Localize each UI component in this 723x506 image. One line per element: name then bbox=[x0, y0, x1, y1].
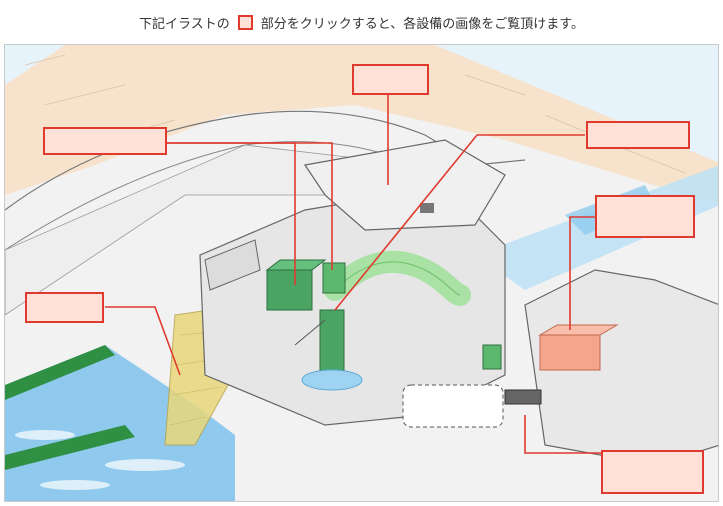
roof-hatch bbox=[420, 203, 434, 213]
pump-station-illustration bbox=[4, 44, 719, 502]
fuel-tank bbox=[402, 384, 504, 428]
instruction-text-before: 下記イラストの bbox=[139, 16, 230, 32]
pump-head bbox=[322, 262, 346, 294]
embankment-edge-inner bbox=[5, 141, 416, 251]
hotspot-upper-left[interactable] bbox=[43, 127, 167, 155]
cooling-tower bbox=[482, 344, 502, 370]
pump-well-water bbox=[301, 369, 363, 391]
discharge-pipe-edge bbox=[334, 261, 461, 296]
hotspot-top-center[interactable] bbox=[352, 64, 429, 95]
pump-column bbox=[319, 309, 345, 381]
motor-unit bbox=[266, 269, 313, 311]
instruction-bar: 下記イラストの 部分をクリックすると、各設備の画像をご覧頂けます。 bbox=[0, 0, 723, 44]
side-wall bbox=[204, 239, 261, 291]
control-panel bbox=[504, 389, 542, 405]
upper-left-water bbox=[5, 45, 65, 85]
hotspot-upper-right[interactable] bbox=[586, 121, 690, 149]
stairs bbox=[294, 319, 326, 346]
motor-top bbox=[265, 259, 327, 271]
generator-top bbox=[538, 324, 619, 336]
hotspot-legend-swatch bbox=[237, 14, 253, 30]
hotspot-right[interactable] bbox=[595, 195, 695, 238]
hotspot-left[interactable] bbox=[25, 292, 104, 323]
instruction-text-after: 部分をクリックすると、各設備の画像をご覧頂けます。 bbox=[260, 16, 584, 32]
embankment-sand bbox=[5, 45, 718, 205]
canal-bank-left bbox=[5, 345, 115, 400]
generator-unit bbox=[539, 334, 601, 371]
generator-house bbox=[524, 269, 718, 466]
hotspot-bottom-right[interactable] bbox=[601, 450, 704, 494]
leader-lines bbox=[105, 89, 601, 454]
embankment-edge bbox=[5, 110, 526, 211]
canal-bank-lower bbox=[5, 425, 135, 470]
water-highlights bbox=[15, 430, 185, 490]
illustration-svg bbox=[5, 45, 718, 501]
